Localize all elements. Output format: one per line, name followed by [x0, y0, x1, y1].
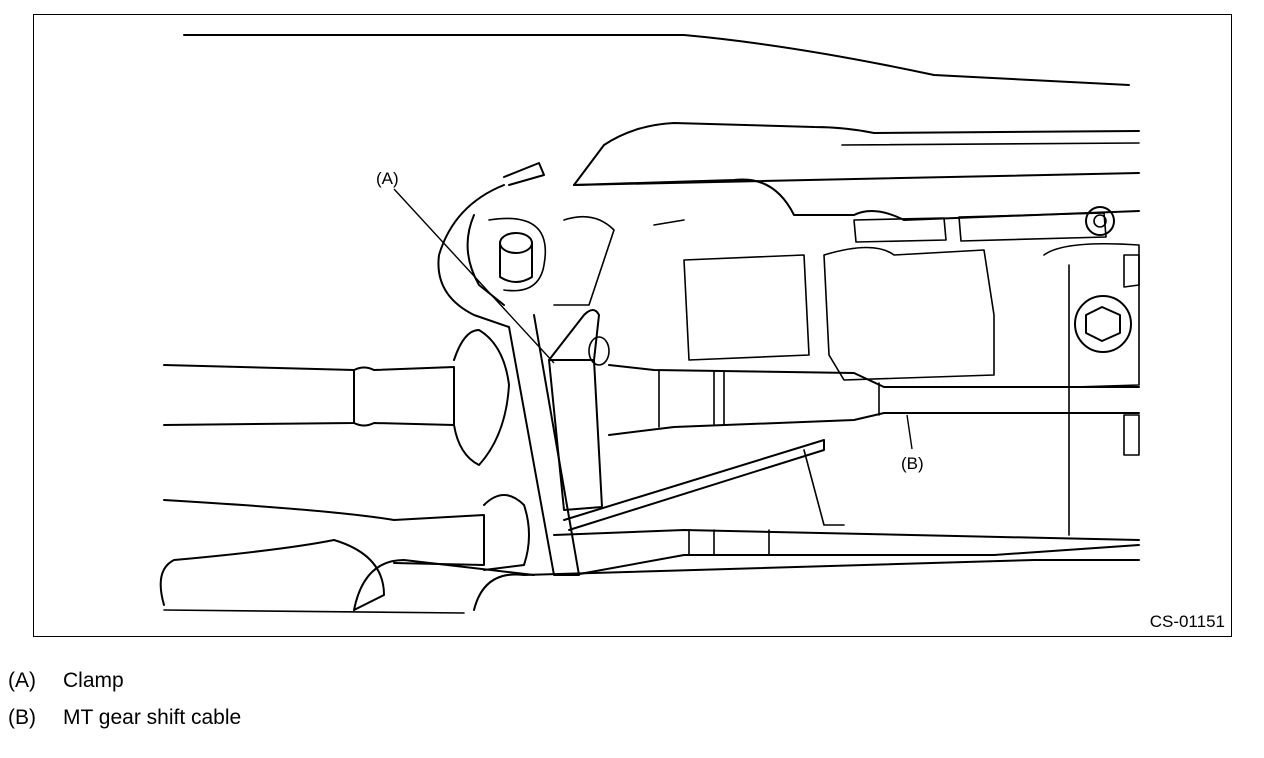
nut-right: [1085, 306, 1121, 342]
nut-flange-right: [1074, 295, 1132, 353]
legend-text: Clamp: [63, 669, 124, 692]
window-1: [683, 254, 810, 361]
bolt-right-top: [1085, 206, 1115, 236]
legend-key: (B): [8, 706, 36, 729]
upper-body-outline: [183, 34, 1130, 86]
bracket-right-tab: [1123, 254, 1140, 288]
bolt-head-left: [499, 232, 533, 254]
lower-cable-left: [163, 499, 485, 566]
bolt-right-top-center: [1093, 214, 1107, 228]
upper-cable-sleeve: [353, 366, 455, 427]
legend-item-shift-cable: (B) MT gear shift cable: [8, 707, 241, 728]
shift-cable-top-edge: [608, 364, 1140, 388]
bracket-right-tab-lower: [1123, 414, 1140, 456]
shift-cable-illustration: [159, 34, 1140, 614]
bolt-boss-left: [488, 217, 546, 292]
lower-housing-left: [159, 539, 385, 611]
lower-cable-rings: [688, 529, 770, 556]
clamp-body: [548, 359, 603, 511]
diagram-figure: (A) (B) CS-01151: [33, 14, 1232, 637]
brace-support: [803, 449, 845, 526]
bracket-tab: [503, 162, 545, 186]
callout-leader-b: [906, 414, 913, 450]
legend-key: (A): [8, 669, 36, 692]
callout-label-a: (A): [376, 169, 399, 188]
upper-cable-boot: [453, 329, 510, 466]
diagonal-brace: [563, 439, 825, 531]
lower-housing-right: [473, 559, 1140, 611]
window-2: [823, 246, 995, 381]
bracket-plate-inner: [466, 214, 505, 306]
lower-housing-mid: [353, 559, 535, 611]
upper-cable-left: [163, 364, 355, 426]
slot-1: [853, 217, 947, 243]
callout-label-b: (B): [901, 454, 924, 473]
bolt-shank-left: [499, 242, 533, 283]
shift-cable-bottom-edge: [608, 412, 1140, 436]
slot-2: [958, 212, 1107, 242]
clamp-eye: [588, 336, 610, 366]
lower-cable-right-top: [553, 529, 1140, 541]
legend-text: MT gear shift cable: [63, 706, 242, 729]
bracket-plate-left: [437, 184, 580, 576]
bracket-right-outline: [1043, 242, 1140, 388]
bracket-top-line: [841, 142, 1140, 146]
callout-leader-a: [393, 188, 555, 364]
bracket-top-outline: [573, 122, 1140, 186]
lower-cable-boot: [483, 494, 530, 571]
rib-a: [553, 215, 615, 306]
clamp-top: [548, 309, 600, 361]
lower-base-line: [163, 609, 465, 614]
legend-item-clamp: (A) Clamp: [8, 670, 124, 691]
bracket-cutout-top: [573, 178, 1140, 221]
figure-code: CS-01151: [1149, 612, 1225, 631]
rib-b: [653, 219, 685, 226]
lower-cable-right-bottom: [573, 544, 1140, 576]
shift-cable-rings: [658, 369, 725, 428]
